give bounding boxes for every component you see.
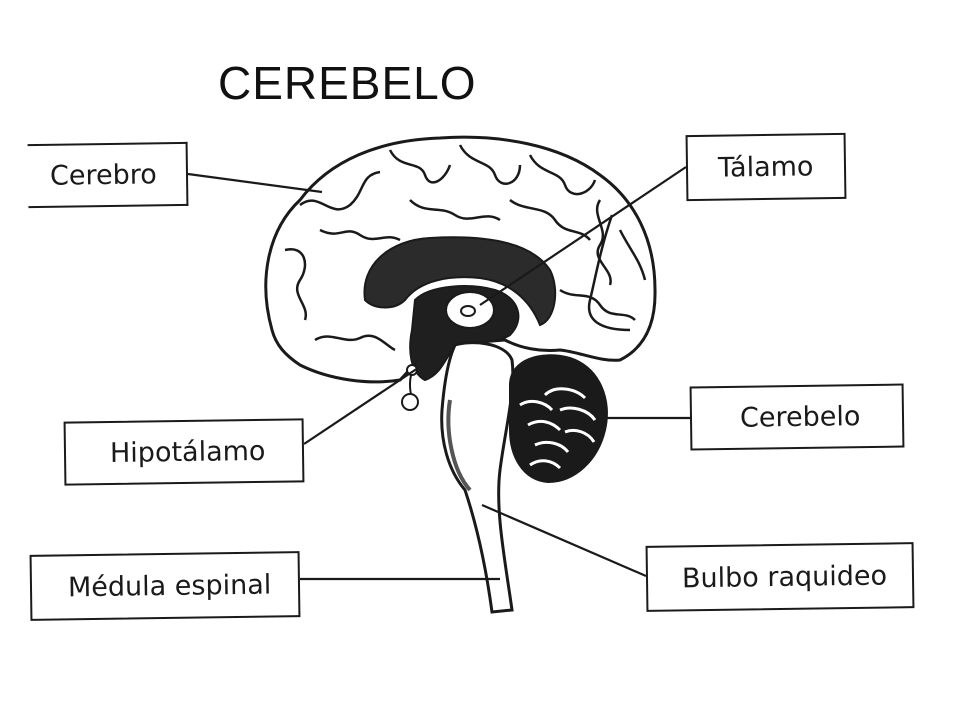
label-bulbo-text: Bulbo raquideo <box>681 560 888 594</box>
leader-lines <box>187 166 690 581</box>
label-medula-text: Médula espinal <box>67 569 272 603</box>
pons-shading <box>446 399 472 492</box>
label-cerebro: Cerebro <box>27 141 189 209</box>
label-talamo-text: Tálamo <box>717 150 814 184</box>
label-medula-espinal: Médula espinal <box>29 551 301 621</box>
label-cerebro-text: Cerebro <box>49 158 157 192</box>
cerebellum <box>509 354 608 484</box>
leader-cerebro <box>187 172 323 194</box>
leader-talamo <box>479 166 687 306</box>
brainstem <box>440 341 515 614</box>
pituitary-bulb <box>401 393 419 411</box>
label-bulbo-raquideo: Bulbo raquideo <box>645 542 915 612</box>
gyri-folds <box>284 144 647 352</box>
thalamus-center <box>460 305 476 317</box>
page-title: CEREBELO <box>218 57 477 109</box>
label-talamo: Tálamo <box>685 132 847 202</box>
corpus-callosum <box>363 236 557 327</box>
leader-hipotalamo <box>303 367 419 445</box>
label-hipotalamo: Hipotálamo <box>63 418 305 486</box>
label-cerebelo-text: Cerebelo <box>739 400 861 434</box>
label-hipotalamo-text: Hipotálamo <box>109 435 266 469</box>
label-cerebelo: Cerebelo <box>689 383 905 451</box>
leader-bulbo <box>481 503 647 578</box>
